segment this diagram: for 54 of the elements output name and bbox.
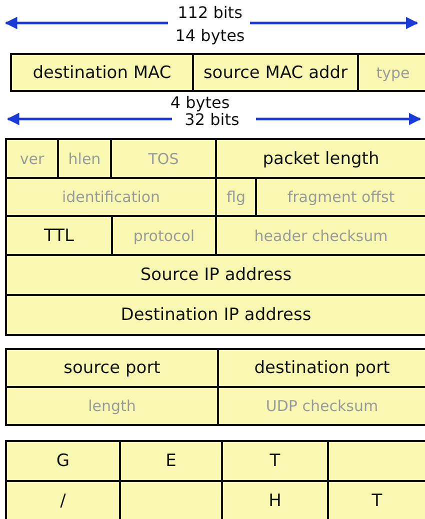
header-field — [111, 215, 217, 256]
field-label: T — [270, 451, 280, 471]
header-field — [221, 480, 329, 519]
header-field — [217, 386, 425, 426]
header-field — [215, 138, 425, 179]
header-field — [119, 440, 223, 482]
field-label: / — [60, 490, 66, 510]
header-field — [327, 480, 425, 519]
header-field — [5, 138, 59, 179]
header-field — [357, 53, 425, 92]
field-label: fragment offst — [287, 188, 395, 206]
field-label: hlen — [68, 150, 101, 168]
field-label: H — [268, 490, 282, 510]
field-label: source port — [64, 358, 160, 378]
header-field — [5, 480, 121, 519]
field-label: protocol — [133, 226, 195, 244]
field-label: TTL — [44, 226, 74, 246]
header-field — [5, 348, 219, 388]
header-field — [5, 386, 219, 426]
field-label: TOS — [148, 150, 179, 168]
field-label: G — [56, 451, 70, 471]
field-label: destination MAC — [32, 62, 172, 82]
dimension-label: 4 bytes — [170, 93, 230, 112]
field-label: identification — [62, 188, 160, 206]
field-label: length — [88, 397, 136, 415]
field-label: Destination IP address — [120, 305, 312, 325]
header-field — [10, 53, 194, 92]
dimension-label: 32 bits — [184, 110, 240, 129]
field-label: type — [376, 64, 410, 82]
field-label: ver — [20, 150, 44, 168]
field-label: UDP checksum — [266, 397, 378, 415]
field-label: T — [372, 490, 382, 510]
header-field — [221, 440, 329, 482]
header-field — [57, 138, 112, 179]
header-field — [5, 294, 425, 336]
header-field — [5, 177, 217, 217]
header-field — [110, 138, 217, 179]
header-field — [215, 215, 425, 256]
field-label: destination port — [254, 358, 390, 378]
header-field — [192, 53, 359, 92]
field-label: packet length — [262, 148, 380, 168]
header-field — [5, 215, 113, 256]
header-field — [215, 177, 257, 217]
header-field — [5, 440, 121, 482]
dimension-label: 112 bits — [178, 3, 242, 22]
header-field — [217, 348, 425, 388]
field-label: E — [166, 451, 176, 471]
header-field — [5, 254, 425, 296]
field-label: source MAC addr — [203, 62, 348, 82]
field-label: Source IP address — [140, 265, 292, 285]
dimension-label: 14 bytes — [175, 26, 245, 45]
field-label: header checksum — [254, 226, 388, 244]
field-label: flg — [226, 188, 246, 206]
header-field — [255, 177, 425, 217]
